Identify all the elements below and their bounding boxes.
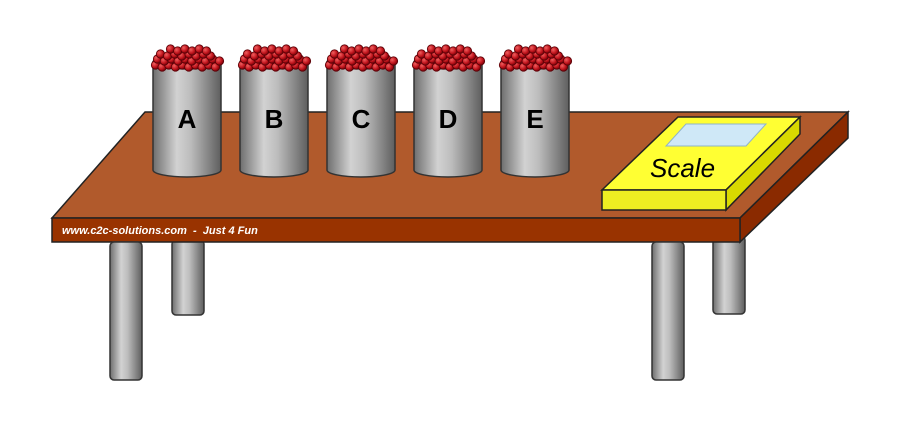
can-body	[239, 61, 309, 178]
table-leg-back-right	[712, 235, 746, 315]
ball	[201, 46, 212, 56]
can-label: E	[526, 104, 543, 134]
can-c: C	[324, 44, 399, 178]
table-leg-back-left	[171, 239, 205, 316]
can-label: B	[265, 104, 284, 134]
scale: Scale	[600, 115, 802, 212]
ball	[475, 56, 486, 66]
ball	[562, 56, 573, 66]
scale-front-face	[601, 189, 727, 211]
ball	[214, 56, 225, 66]
table-front-edge	[51, 217, 741, 243]
scale-label: Scale	[650, 153, 715, 183]
can-balls	[237, 44, 312, 72]
ball	[462, 46, 473, 56]
ball	[375, 46, 386, 56]
scale-screen	[664, 123, 768, 147]
can-body	[326, 61, 396, 178]
table-legs-back	[171, 235, 746, 316]
can-body	[152, 61, 222, 178]
can-label: D	[439, 104, 458, 134]
table-leg-front-left	[109, 241, 143, 381]
can-balls	[411, 44, 486, 72]
can-balls	[498, 44, 573, 72]
table-legs-front	[109, 241, 685, 381]
can-balls	[324, 44, 399, 72]
can-e: E	[498, 44, 573, 178]
ball	[549, 46, 560, 56]
table-credit: www.c2c-solutions.com - Just 4 Fun	[62, 225, 258, 237]
can-label: A	[178, 104, 197, 134]
ball	[388, 56, 399, 66]
can-b: B	[237, 44, 312, 178]
can-d: D	[411, 44, 486, 178]
can-a: A	[150, 44, 225, 178]
can-label: C	[352, 104, 371, 134]
table-leg-front-right	[651, 241, 685, 381]
can-body	[413, 61, 483, 178]
cans: A B C D E	[150, 44, 573, 178]
can-body	[500, 61, 570, 178]
ball	[288, 46, 299, 56]
can-balls	[150, 44, 225, 72]
ball	[301, 56, 312, 66]
